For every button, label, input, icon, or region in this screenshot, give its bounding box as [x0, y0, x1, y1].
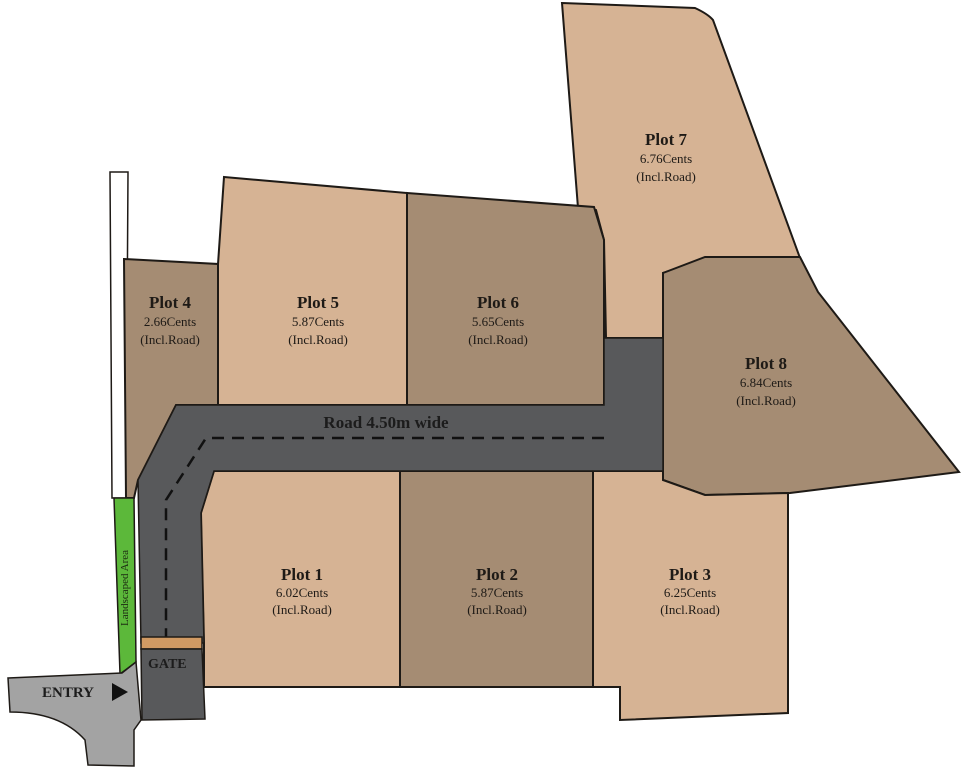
plot-8-shape[interactable]	[662, 256, 961, 497]
road	[137, 337, 664, 644]
road-label: Road 4.50m wide	[323, 413, 449, 432]
plot-5-label: Plot 5 5.87Cents (Incl.Road)	[288, 293, 348, 347]
plot-8-title: Plot 8	[745, 354, 787, 373]
plot-3-note: (Incl.Road)	[660, 602, 720, 617]
plot-6-shape[interactable]	[406, 191, 605, 406]
plot-2-label: Plot 2 5.87Cents (Incl.Road)	[467, 565, 527, 617]
entry-road[interactable]	[7, 660, 142, 767]
plot-7-title: Plot 7	[645, 130, 688, 149]
plot-7-note: (Incl.Road)	[636, 169, 696, 184]
plot-3-area: 6.25Cents	[664, 585, 716, 600]
plot-5-area: 5.87Cents	[292, 314, 344, 329]
plot-5-note: (Incl.Road)	[288, 332, 348, 347]
plot-6-note: (Incl.Road)	[468, 332, 528, 347]
plot-3-label: Plot 3 6.25Cents (Incl.Road)	[660, 565, 720, 617]
plot-8-label: Plot 8 6.84Cents (Incl.Road)	[736, 354, 796, 408]
plot-1-area: 6.02Cents	[276, 585, 328, 600]
gate-area	[140, 648, 206, 721]
plot-5-shape[interactable]	[217, 175, 408, 406]
gate-label: GATE	[148, 657, 187, 672]
plot-8-area: 6.84Cents	[740, 375, 792, 390]
plot-2-title: Plot 2	[476, 565, 518, 584]
plot-6-area: 5.65Cents	[472, 314, 524, 329]
plot-7-area: 6.76Cents	[640, 151, 692, 166]
plot-6-title: Plot 6	[477, 293, 519, 312]
plot-8-note: (Incl.Road)	[736, 393, 796, 408]
plot-2-note: (Incl.Road)	[467, 602, 527, 617]
gate-bar	[140, 636, 203, 650]
entry-label: ENTRY	[42, 685, 94, 701]
arrow-right-icon	[112, 683, 128, 701]
plot-6-label: Plot 6 5.65Cents (Incl.Road)	[468, 293, 528, 347]
road-centerline	[164, 436, 604, 637]
landscaped-area-label: Landscaped Area	[119, 550, 131, 626]
plot-3-shape[interactable]	[592, 470, 789, 722]
plot-4-area: 2.66Cents	[144, 314, 196, 329]
plot-4-title: Plot 4	[149, 293, 192, 312]
plot-5-title: Plot 5	[297, 293, 339, 312]
plot-1-title: Plot 1	[281, 565, 323, 584]
plot-4-label: Plot 4 2.66Cents (Incl.Road)	[140, 293, 200, 347]
plot-7-label: Plot 7 6.76Cents (Incl.Road)	[636, 130, 696, 184]
plot-3-title: Plot 3	[669, 565, 711, 584]
plot-4-note: (Incl.Road)	[140, 332, 200, 347]
plot-2-area: 5.87Cents	[471, 585, 523, 600]
plot-1-note: (Incl.Road)	[272, 602, 332, 617]
plot-1-label: Plot 1 6.02Cents (Incl.Road)	[272, 565, 332, 617]
